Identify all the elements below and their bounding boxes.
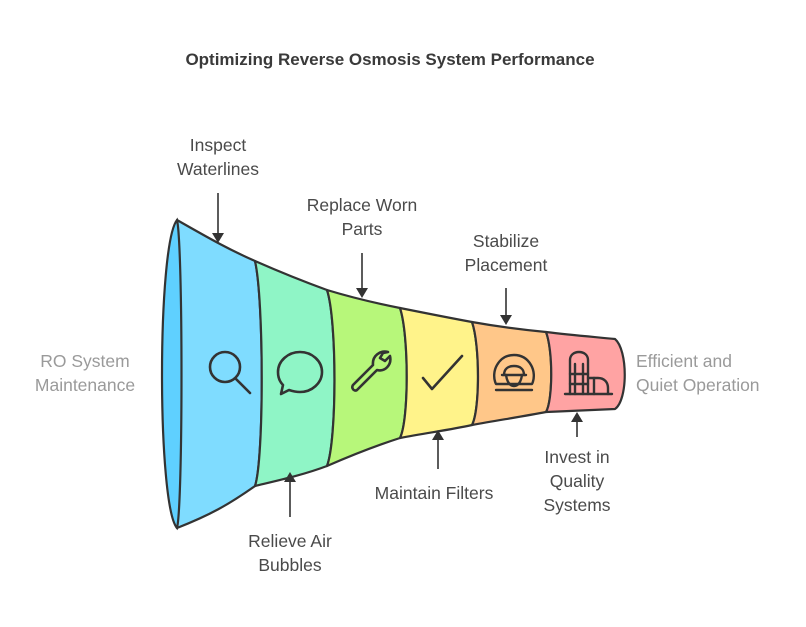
arrow-stage-1 <box>212 193 224 243</box>
arrow-stage-6 <box>571 412 583 437</box>
stage-6-label-line: Invest in <box>544 447 610 467</box>
funnel-stage-4 <box>398 306 480 440</box>
stage-3-label: Replace Worn Parts <box>284 193 440 241</box>
stage-5-label-line: Placement <box>464 255 548 275</box>
stage-1-label-line: Waterlines <box>176 159 259 179</box>
stage-4-label-line: Maintain Filters <box>374 483 494 503</box>
stage-2-label-line: Relieve Air <box>248 531 332 551</box>
stage-2-label-line: Bubbles <box>258 555 322 575</box>
wrench-icon <box>351 350 392 392</box>
stage-5-label: Stabilize Placement <box>441 229 571 277</box>
speech-bubble-icon <box>276 350 324 396</box>
funnel-stage-6 <box>544 330 626 414</box>
funnel-stage-3 <box>325 288 408 468</box>
stage-4-label: Maintain Filters <box>356 481 512 505</box>
output-label-line: Efficient and <box>636 351 732 371</box>
stage-3-label-line: Replace Worn <box>306 195 418 215</box>
input-label: RO System Maintenance <box>22 349 148 397</box>
stage-6-label-line: Systems <box>543 495 611 515</box>
arrow-stage-2 <box>284 472 296 517</box>
output-label: Efficient and Quiet Operation <box>636 349 782 397</box>
funnel-stage-1 <box>175 218 263 530</box>
stage-3-label-line: Parts <box>341 219 383 239</box>
arrow-stage-5 <box>500 288 512 325</box>
funnel-mouth <box>160 217 183 531</box>
stage-2-label: Relieve Air Bubbles <box>220 529 360 577</box>
building-icon <box>563 350 614 396</box>
funnel-stage-5 <box>470 320 553 427</box>
magnifier-icon <box>208 350 252 395</box>
stage-5-label-line: Stabilize <box>472 231 540 251</box>
output-label-line: Quiet Operation <box>636 375 760 395</box>
stage-1-label: Inspect Waterlines <box>148 133 288 181</box>
page-title: Optimizing Reverse Osmosis System Perfor… <box>185 50 595 69</box>
arrow-stage-4 <box>432 430 444 469</box>
input-label-line: RO System <box>40 351 130 371</box>
checkmark-icon <box>421 354 464 391</box>
input-label-line: Maintenance <box>34 375 136 395</box>
construction-worker-icon <box>493 353 535 392</box>
arrow-stage-3 <box>356 253 368 298</box>
stage-6-label-line: Quality <box>549 471 605 491</box>
stage-1-label-line: Inspect <box>189 135 247 155</box>
stage-6-label: Invest in Quality Systems <box>517 445 637 517</box>
